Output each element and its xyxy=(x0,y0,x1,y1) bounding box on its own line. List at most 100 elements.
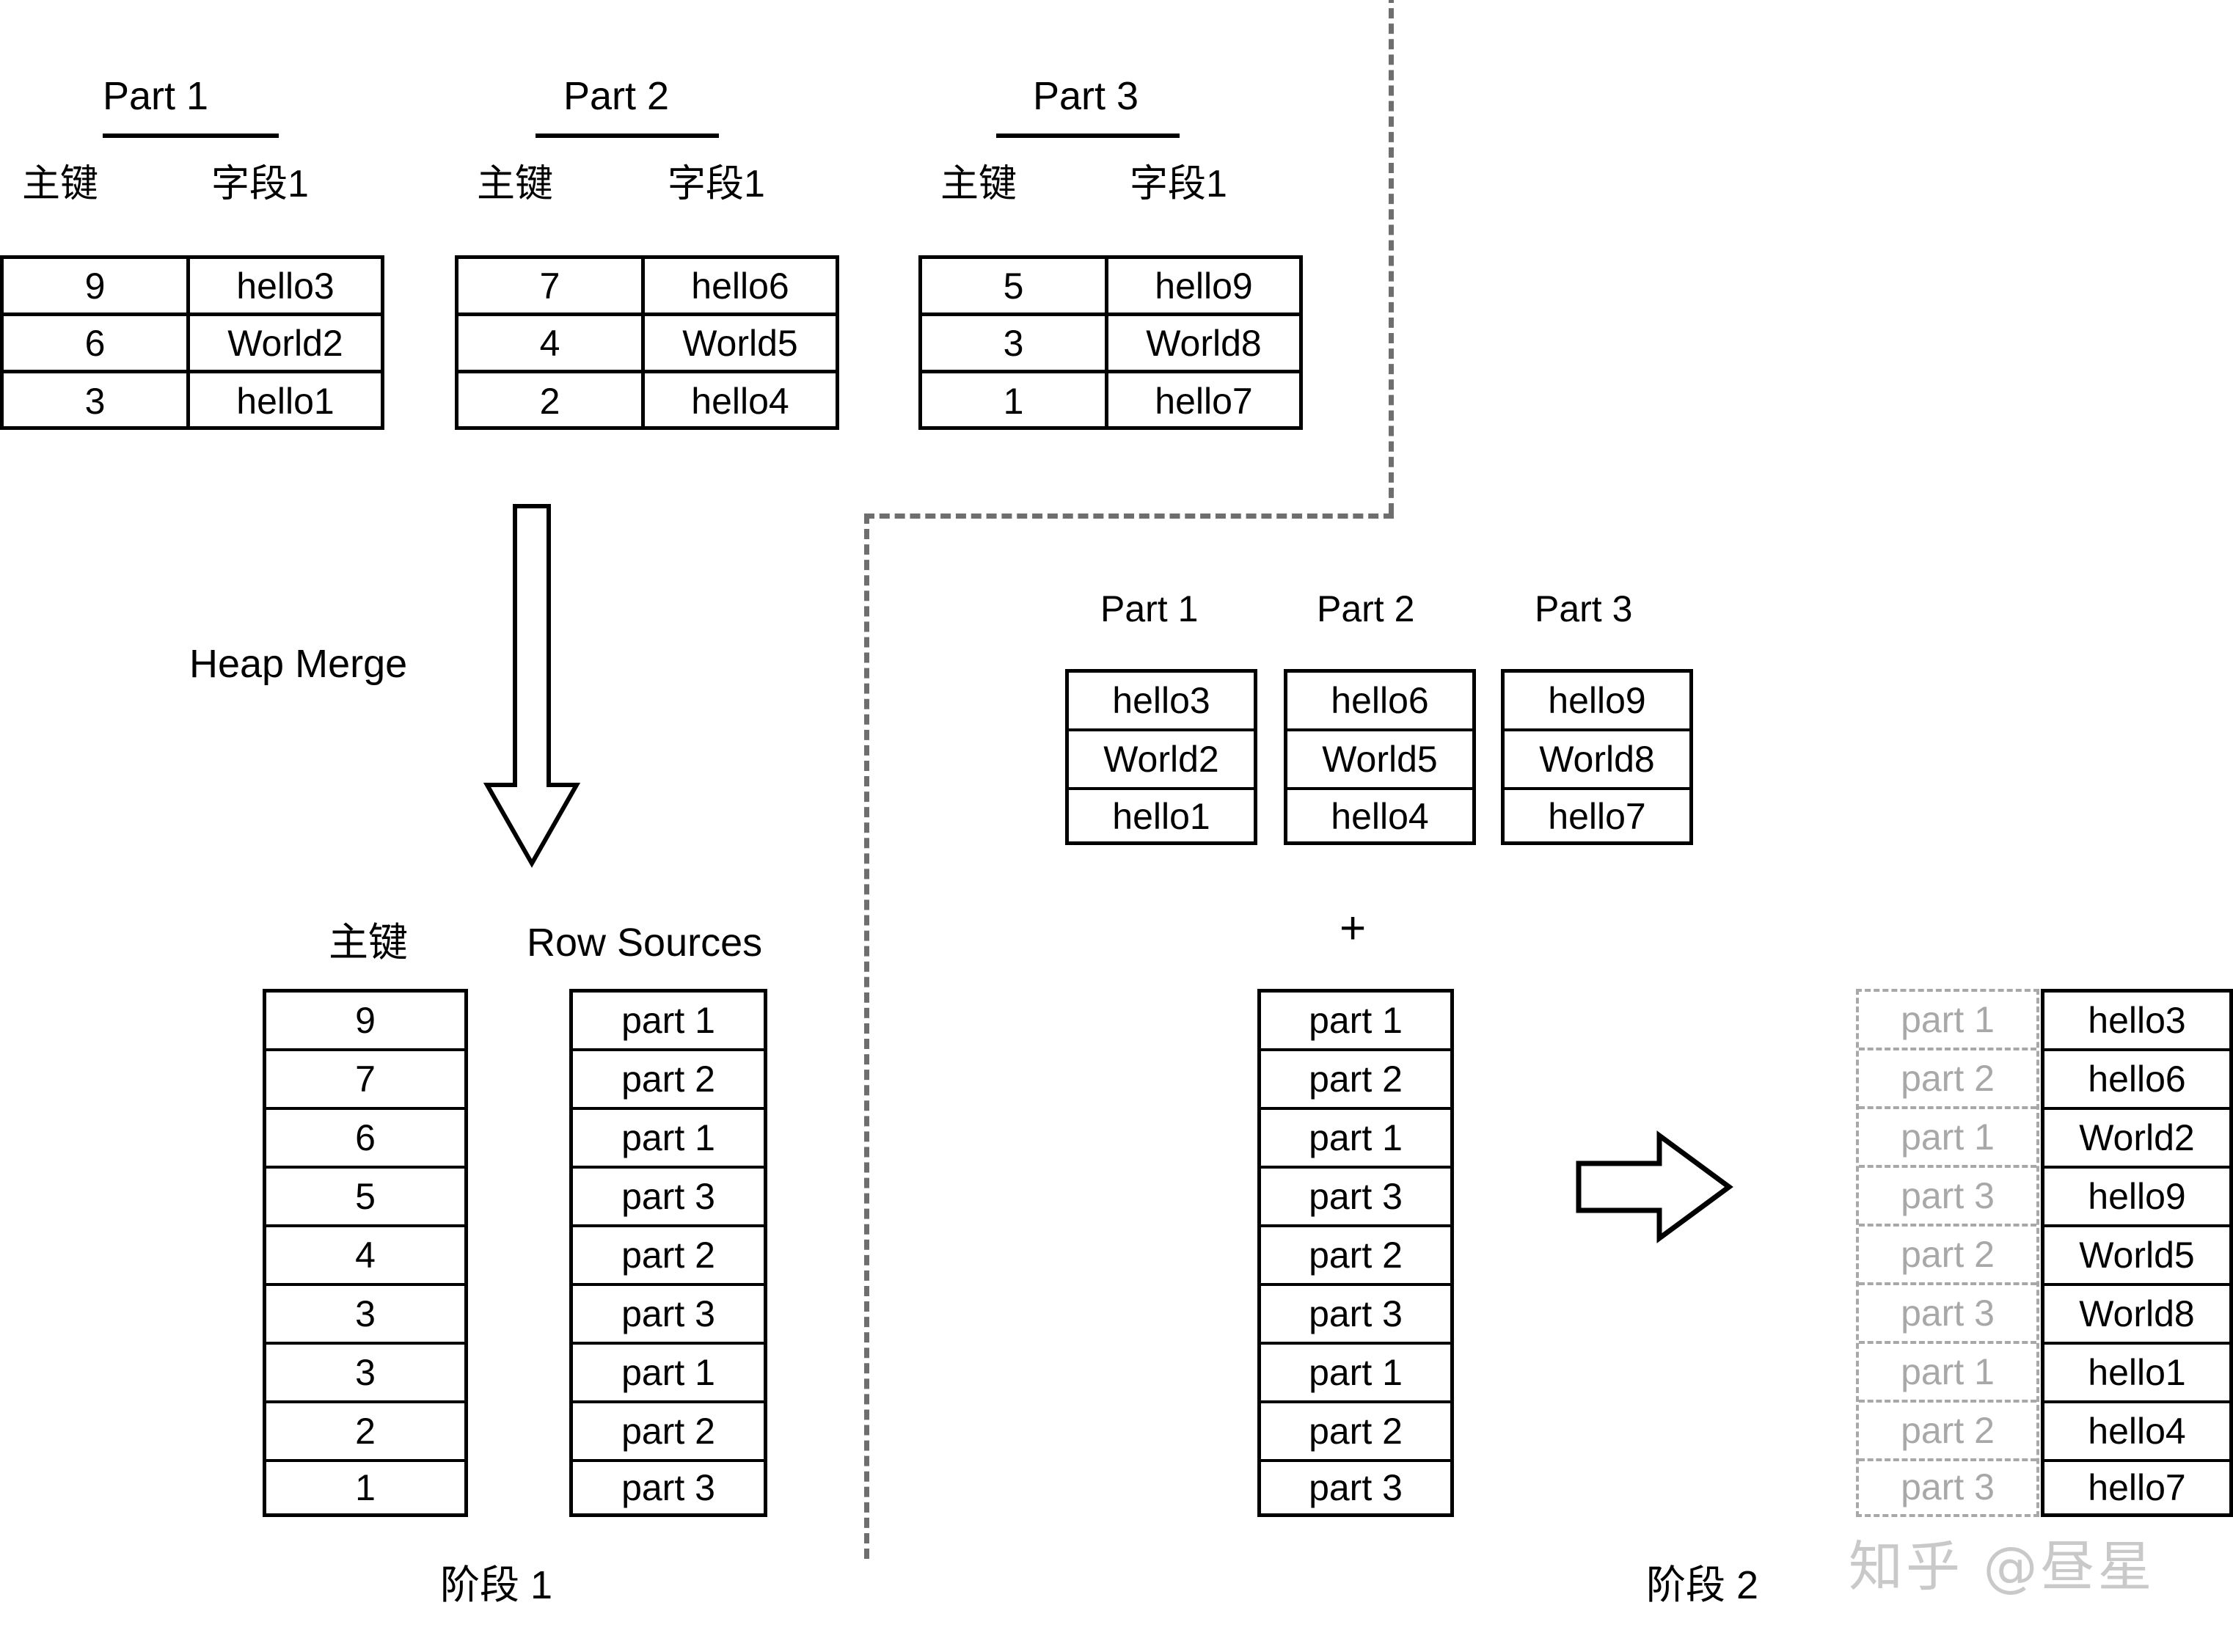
table-cell-value: World2 xyxy=(227,322,343,364)
list-item: part 3 xyxy=(1261,1169,1450,1227)
list-item: World2 xyxy=(1069,731,1254,790)
source-table-title-3: Part 3 xyxy=(1033,74,1139,118)
list-item: World8 xyxy=(2044,1286,2229,1345)
list-item: part 2 xyxy=(1261,1227,1450,1286)
list-item: part 3 xyxy=(1859,1285,2036,1344)
stage-2-label: 阶段 2 xyxy=(1646,1563,1759,1607)
stage2-arrow-right-icon xyxy=(1576,1130,1733,1243)
list-item: part 2 xyxy=(1859,1227,2036,1285)
merged-key-header: 主键 xyxy=(329,921,408,965)
list-item: part 1 xyxy=(1859,1109,2036,1168)
list-item: part 3 xyxy=(1901,1466,1995,1507)
table-cell-key: 9 xyxy=(4,259,190,313)
table-cell-key: 6 xyxy=(4,316,190,370)
list-item: part 3 xyxy=(1859,1168,2036,1227)
stage2-part-list-2: hello6 World5 hello4 xyxy=(1284,669,1476,845)
source-table-title-rule-3 xyxy=(996,134,1180,138)
source-table-col-key-2: 主键 xyxy=(477,163,554,205)
list-item: part 3 xyxy=(1309,1467,1403,1508)
table-cell-key: 2 xyxy=(458,373,645,429)
list-item: part 1 xyxy=(1261,1110,1450,1169)
table-row: 5 hello9 xyxy=(922,259,1299,316)
result-ghost-source-list: part 1 part 2 part 1 part 3 part 2 part … xyxy=(1856,989,2039,1517)
list-item: part 2 xyxy=(1859,1050,2036,1109)
table-cell-key: 3 xyxy=(4,373,190,429)
stage2-part-list-1: hello3 World2 hello1 xyxy=(1065,669,1257,845)
table-cell-value: World8 xyxy=(1146,322,1262,364)
list-item: hello6 xyxy=(2044,1051,2229,1110)
list-item: part 2 xyxy=(573,1403,764,1462)
heap-merge-label: Heap Merge xyxy=(189,642,408,686)
list-item: part 3 xyxy=(621,1467,715,1508)
list-item: World5 xyxy=(2044,1227,2229,1286)
source-table-col-value-1: 字段1 xyxy=(211,163,309,205)
table-cell-value: hello4 xyxy=(691,381,789,422)
table-row: 6 World2 xyxy=(4,316,381,373)
table-row: 3 hello1 xyxy=(4,373,381,429)
list-item: 3 xyxy=(266,1286,464,1345)
list-item: part 1 xyxy=(1261,993,1450,1051)
list-item: part 1 xyxy=(573,993,764,1051)
list-item: hello9 xyxy=(1505,673,1689,731)
stage-divider-horizontal xyxy=(864,513,1394,519)
source-table-title-rule-2 xyxy=(536,134,719,138)
list-item: part 2 xyxy=(573,1051,764,1110)
table-row: 4 World5 xyxy=(458,316,836,373)
table-row: 1 hello7 xyxy=(922,373,1299,429)
source-table-title-1: Part 1 xyxy=(103,74,209,118)
list-item: part 2 xyxy=(573,1227,764,1286)
table-cell-value: hello6 xyxy=(691,265,789,307)
table-row: 2 hello4 xyxy=(458,373,836,429)
table-cell-key: 7 xyxy=(458,259,645,313)
source-table-col-key-3: 主键 xyxy=(940,163,1017,205)
source-table-title-rule-1 xyxy=(103,134,279,138)
list-item: part 3 xyxy=(573,1169,764,1227)
source-table-col-value-3: 字段1 xyxy=(1130,163,1227,205)
list-item: hello6 xyxy=(1287,673,1472,731)
stage2-part-title-1: Part 1 xyxy=(1100,588,1199,629)
list-item: hello9 xyxy=(2044,1169,2229,1227)
table-cell-key: 5 xyxy=(922,259,1108,313)
table-cell-key: 4 xyxy=(458,316,645,370)
list-item: 4 xyxy=(266,1227,464,1286)
list-item: 7 xyxy=(266,1051,464,1110)
stage-divider-top-vertical xyxy=(1389,0,1394,513)
table-cell-value: hello9 xyxy=(1155,265,1253,307)
stage2-row-sources-list: part 1 part 2 part 1 part 3 part 2 part … xyxy=(1257,989,1454,1517)
list-item: part 1 xyxy=(573,1110,764,1169)
list-item: World2 xyxy=(2044,1110,2229,1169)
table-row: 7 hello6 xyxy=(458,259,836,316)
heap-merge-arrow-down-icon xyxy=(483,504,581,869)
source-table-col-key-1: 主键 xyxy=(22,163,99,205)
table-cell-value: hello1 xyxy=(236,381,335,422)
stage-1-label: 阶段 1 xyxy=(440,1563,553,1607)
watermark: 知乎 @昼星 xyxy=(1849,1535,2155,1598)
result-value-list: hello3 hello6 World2 hello9 World5 World… xyxy=(2041,989,2233,1517)
source-table-1: 9 hello3 6 World2 3 hello1 xyxy=(0,255,384,430)
merged-row-sources-list: part 1 part 2 part 1 part 3 part 2 part … xyxy=(569,989,767,1517)
list-item: hello3 xyxy=(2044,993,2229,1051)
list-item: hello4 xyxy=(1331,796,1429,837)
list-item: part 1 xyxy=(1859,992,2036,1050)
table-row: 9 hello3 xyxy=(4,259,381,316)
list-item: hello1 xyxy=(1112,796,1210,837)
source-table-col-value-2: 字段1 xyxy=(668,163,765,205)
list-item: part 3 xyxy=(1261,1286,1450,1345)
list-item: part 2 xyxy=(1859,1403,2036,1461)
list-item: part 2 xyxy=(1261,1051,1450,1110)
list-item: part 1 xyxy=(1859,1344,2036,1403)
table-cell-key: 1 xyxy=(922,373,1108,429)
list-item: 1 xyxy=(355,1467,376,1508)
plus-symbol: + xyxy=(1340,903,1367,954)
merged-source-header: Row Sources xyxy=(527,921,763,965)
list-item: 5 xyxy=(266,1169,464,1227)
list-item: hello4 xyxy=(2044,1403,2229,1462)
stage-divider-bottom-vertical xyxy=(864,513,869,1559)
table-cell-key: 3 xyxy=(922,316,1108,370)
table-cell-value: hello3 xyxy=(236,265,335,307)
list-item: hello3 xyxy=(1069,673,1254,731)
list-item: 9 xyxy=(266,993,464,1051)
source-table-2: 7 hello6 4 World5 2 hello4 xyxy=(455,255,839,430)
table-row: 3 World8 xyxy=(922,316,1299,373)
stage2-part-list-3: hello9 World8 hello7 xyxy=(1501,669,1693,845)
